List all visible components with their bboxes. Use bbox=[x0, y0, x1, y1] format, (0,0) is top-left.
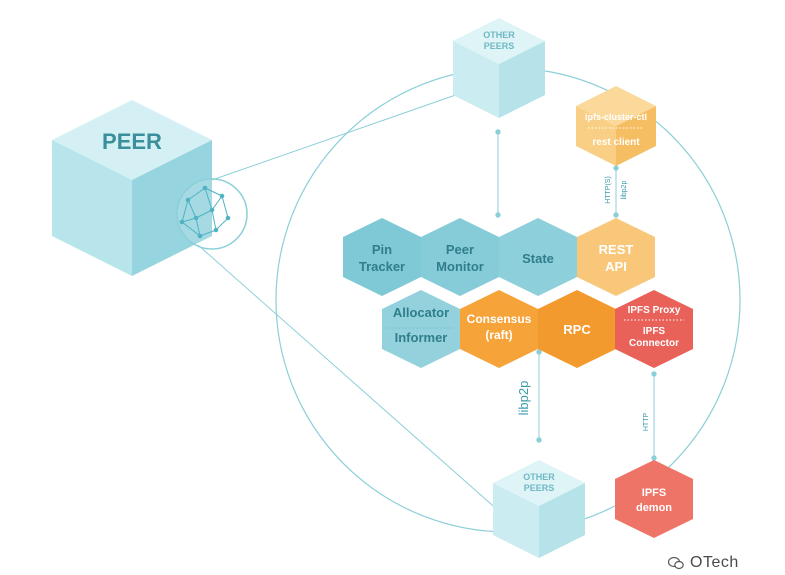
rest-client-label: rest client bbox=[592, 137, 640, 148]
rest-api-label-1: REST bbox=[599, 242, 634, 257]
label-libp2p-ctl: libp2p bbox=[621, 181, 628, 200]
ipfs-connector-label-2: Connector bbox=[629, 338, 679, 349]
consensus-label-1: Consensus bbox=[467, 312, 532, 326]
watermark: OTech bbox=[668, 553, 780, 573]
main-peer-cube-left bbox=[52, 140, 132, 276]
peer-monitor-label-2: Monitor bbox=[436, 259, 484, 274]
ipfs-proxy-label: IPFS Proxy bbox=[628, 305, 681, 316]
zoom-line-top bbox=[211, 89, 471, 181]
zoom-lines bbox=[197, 89, 501, 513]
ipfs-cluster-ctl-label: ipfs-cluster-ctl bbox=[585, 112, 647, 122]
component-ipfs-proxy-connector: IPFS Proxy IPFS Connector bbox=[615, 290, 693, 368]
main-peer-cube: PEER bbox=[52, 100, 212, 276]
other-peers-bottom-label-1: OTHER bbox=[523, 472, 555, 482]
ipfs-demon-label-1: IPFS bbox=[642, 487, 666, 499]
pin-tracker-label-2: Tracker bbox=[359, 259, 405, 274]
rest-api-label-2: API bbox=[605, 259, 627, 274]
label-libp2p-consensus: libp2p bbox=[516, 381, 531, 416]
component-consensus: Consensus (raft) bbox=[460, 290, 538, 368]
peer-monitor-label-1: Peer bbox=[446, 242, 474, 257]
main-peer-label: PEER bbox=[102, 129, 162, 154]
component-pin-tracker: Pin Tracker bbox=[343, 218, 421, 296]
component-allocator-informer: Allocator Informer bbox=[382, 290, 460, 368]
other-peers-top-label-2: PEERS bbox=[484, 41, 515, 51]
component-state: State bbox=[499, 218, 577, 296]
label-https-ctl: HTTP(S) bbox=[605, 176, 612, 204]
other-peers-top-label-1: OTHER bbox=[483, 30, 515, 40]
ipfs-demon-label-2: demon bbox=[636, 502, 672, 514]
watermark-text: OTech bbox=[690, 554, 739, 571]
component-ipfs-demon: IPFS demon bbox=[615, 460, 693, 538]
network-mesh-icon bbox=[179, 185, 231, 239]
peer-lens bbox=[176, 178, 248, 250]
ipfs-connector-label-1: IPFS bbox=[643, 326, 666, 337]
zoom-line-bottom bbox=[197, 244, 501, 513]
peer-lens-circle bbox=[176, 178, 248, 250]
allocator-label: Allocator bbox=[393, 305, 449, 320]
other-peers-cube-bottom: OTHER PEERS bbox=[493, 460, 585, 558]
consensus-label-2: (raft) bbox=[485, 328, 512, 342]
component-peer-monitor: Peer Monitor bbox=[421, 218, 499, 296]
pin-tracker-label-1: Pin bbox=[372, 242, 392, 257]
informer-label: Informer bbox=[395, 330, 448, 345]
wechat-icon bbox=[668, 556, 684, 570]
component-rpc: RPC bbox=[538, 290, 616, 368]
ipfs-cluster-ctl-cube: ipfs-cluster-ctl rest client bbox=[576, 86, 656, 166]
rpc-label: RPC bbox=[563, 322, 591, 337]
other-peers-bottom-label-2: PEERS bbox=[524, 483, 555, 493]
other-peers-cube-top: OTHER PEERS bbox=[453, 18, 545, 118]
component-rest-api: REST API bbox=[577, 218, 655, 296]
connector-lines bbox=[495, 129, 657, 461]
state-label: State bbox=[522, 251, 554, 266]
label-http-daemon: HTTP bbox=[643, 413, 650, 432]
